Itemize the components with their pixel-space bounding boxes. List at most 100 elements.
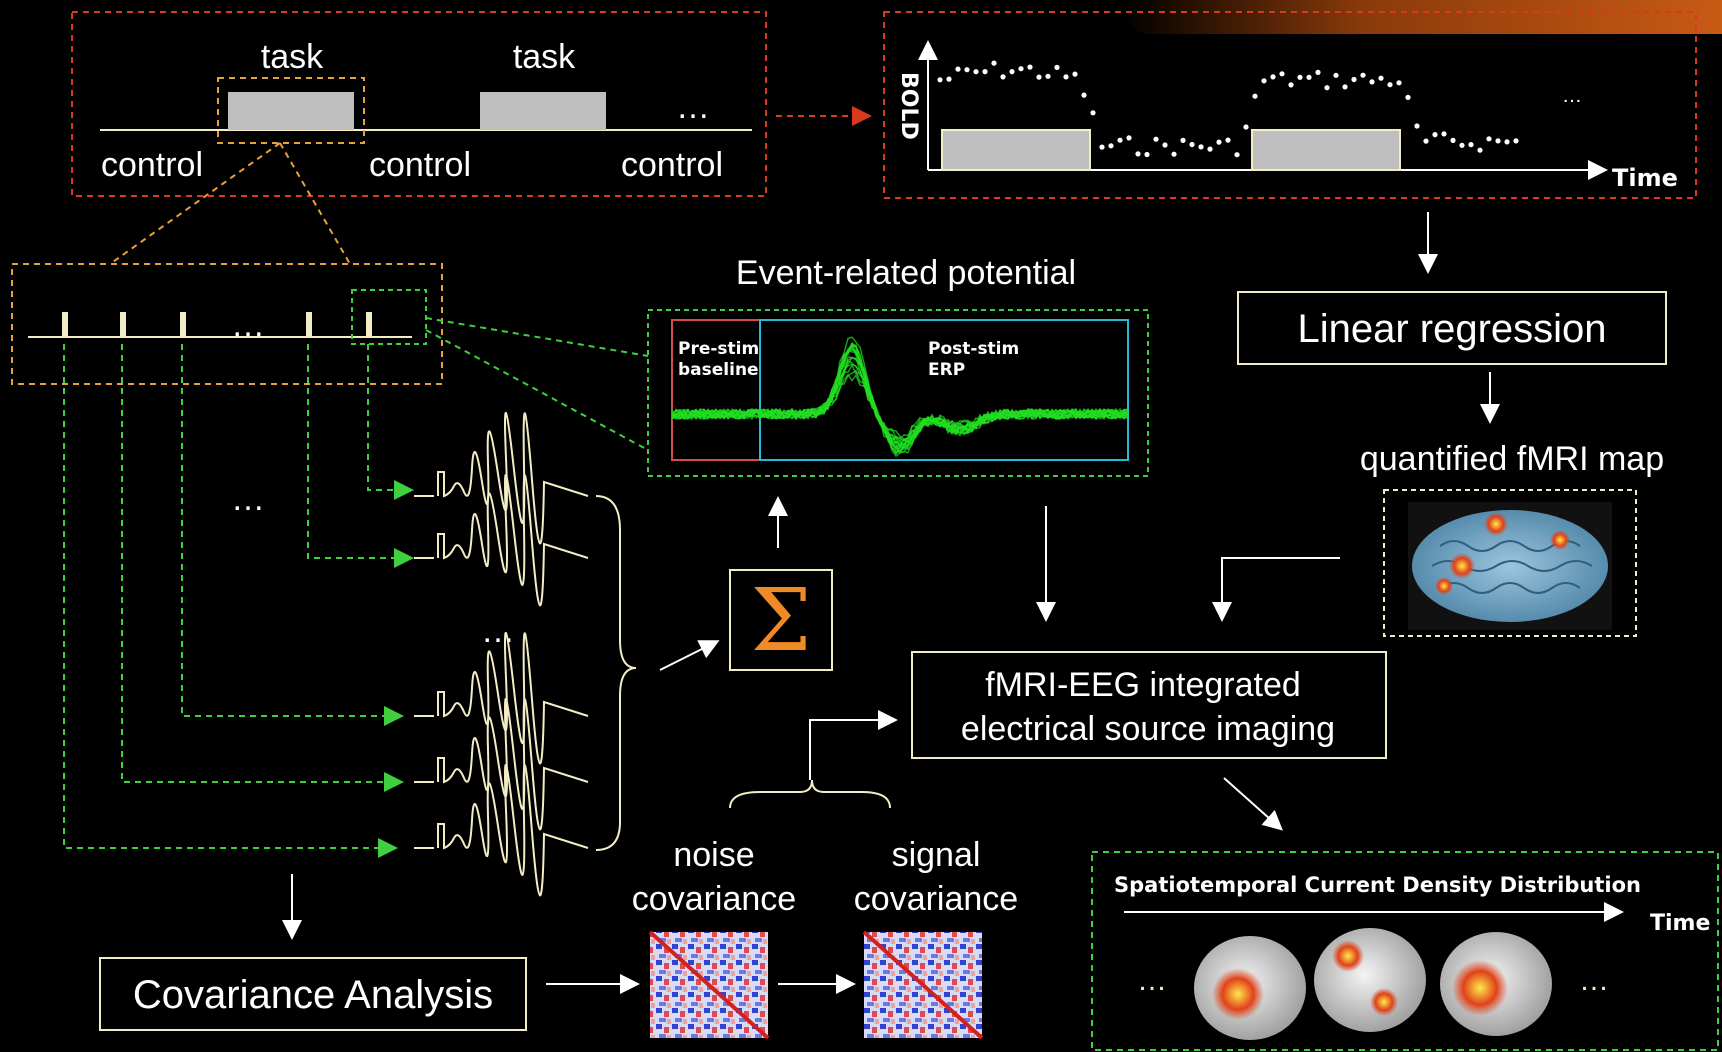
zoom-line-left	[109, 142, 281, 265]
block-design-frame	[71, 11, 767, 197]
erp-trace	[671, 345, 1129, 454]
linear-regression-box	[1237, 291, 1667, 365]
bold-dot	[1369, 79, 1375, 85]
trial-erp-zoom-bottom	[425, 329, 649, 451]
bold-dot	[1153, 136, 1159, 142]
brace-to-sum-arrow	[659, 640, 720, 671]
epoch-waveform	[414, 698, 589, 831]
bold-dot	[1108, 143, 1114, 149]
bold-dot	[1018, 66, 1024, 72]
route-trial-2	[121, 344, 404, 792]
fmri-map-frame	[1383, 489, 1637, 637]
control-label-3: control	[621, 146, 723, 184]
bold-dot	[1351, 76, 1357, 83]
bold-dot	[1405, 94, 1411, 100]
integrated-esi-box	[911, 651, 1387, 759]
bold-dot	[1036, 74, 1042, 80]
bold-dot	[1261, 78, 1267, 84]
bold-dot	[1027, 64, 1033, 70]
bold-dot	[946, 76, 952, 82]
trial-spike	[366, 312, 372, 337]
bold-dot	[982, 69, 988, 75]
task-zoom-highlight	[217, 77, 365, 144]
bold-dot	[1090, 110, 1096, 116]
task-block-2	[480, 92, 606, 130]
bold-dot	[964, 67, 970, 73]
epoch-waveform	[414, 412, 589, 545]
integrated-esi-line1: fMRI-EEG integrated	[985, 666, 1301, 704]
route-trial-3	[181, 344, 404, 726]
bold-dot	[1126, 135, 1132, 141]
noise-cov-label-2: covariance	[632, 880, 796, 918]
erp-trace	[671, 344, 1129, 455]
trial-spike	[62, 312, 68, 337]
bold-dot	[1315, 69, 1321, 75]
bold-dot	[1468, 142, 1474, 148]
bold-dot	[1162, 142, 1168, 148]
signal-cov-label-2: covariance	[854, 880, 1018, 918]
map-to-integrated-arrow	[1212, 557, 1340, 622]
bold-dot	[955, 66, 961, 72]
epoch-waveform	[414, 632, 589, 765]
integrated-to-spatiotemporal-arrow	[1223, 777, 1283, 831]
covariance-analysis-box	[99, 957, 527, 1031]
title-bar-accent	[1122, 0, 1722, 34]
bold-x-label: Time	[1612, 164, 1678, 192]
bold-dot	[937, 77, 943, 83]
bold-dot	[1243, 124, 1249, 130]
bold-dot	[1396, 80, 1402, 86]
bold-dot	[1477, 147, 1483, 153]
task-label-1: task	[261, 38, 324, 76]
bold-plot-frame	[883, 11, 1697, 199]
spatiotemporal-ellipsis-right: …	[1579, 964, 1609, 997]
fmri-brain-image	[1408, 502, 1612, 630]
integrated-esi-line2: electrical source imaging	[961, 710, 1335, 748]
bold-dot	[1414, 123, 1420, 129]
bold-dot	[1045, 73, 1051, 79]
last-trial-highlight	[351, 289, 427, 345]
covariance-to-integrated-arrow	[809, 710, 898, 780]
bold-dot	[1504, 139, 1510, 145]
block-ellipsis: …	[676, 88, 710, 126]
bold-task-block-2	[1251, 129, 1401, 171]
brain-frame-1	[1194, 936, 1306, 1040]
erp-trace	[671, 356, 1129, 444]
bold-dot	[991, 60, 997, 66]
control-label-2: control	[369, 146, 471, 184]
bold-dot	[1432, 132, 1438, 138]
bold-dot	[1513, 138, 1519, 144]
sum-symbol: Σ	[751, 571, 812, 671]
bold-dot	[1144, 151, 1150, 158]
erp-title: Event-related potential	[736, 254, 1076, 292]
bold-dot	[1081, 92, 1087, 98]
epochs-ellipsis-mid: …	[481, 612, 515, 650]
bold-dot	[1378, 75, 1384, 81]
bold-dot	[1216, 139, 1222, 145]
covariance-analysis-label: Covariance Analysis	[133, 973, 493, 1017]
epoch-waveform	[414, 474, 589, 607]
signal-covariance-matrix	[862, 930, 984, 1040]
bold-dot	[1063, 74, 1069, 80]
bold-dot	[1198, 144, 1204, 150]
route-trial-5	[367, 344, 414, 500]
erp-post-label-2: ERP	[928, 360, 965, 380]
trial-spikes	[62, 312, 372, 337]
trial-ellipsis: …	[231, 306, 265, 344]
bold-dot	[1441, 131, 1447, 137]
bold-dot	[1189, 141, 1195, 148]
bold-dot	[1495, 138, 1501, 144]
bold-dot	[1270, 74, 1276, 80]
trial-spike	[120, 312, 126, 337]
bold-dot	[1135, 151, 1141, 157]
bold-dot	[1054, 64, 1060, 70]
control-label-1: control	[101, 146, 203, 184]
epochs-brace	[595, 495, 637, 851]
bold-ellipsis: …	[1562, 85, 1582, 107]
spatiotemporal-title: Spatiotemporal Current Density Distribut…	[1114, 873, 1641, 897]
route-trial-1	[63, 344, 398, 858]
bold-dot	[1342, 84, 1348, 90]
bold-dot	[1387, 82, 1393, 88]
bold-dot	[1333, 72, 1339, 78]
bold-dot	[1072, 71, 1078, 77]
